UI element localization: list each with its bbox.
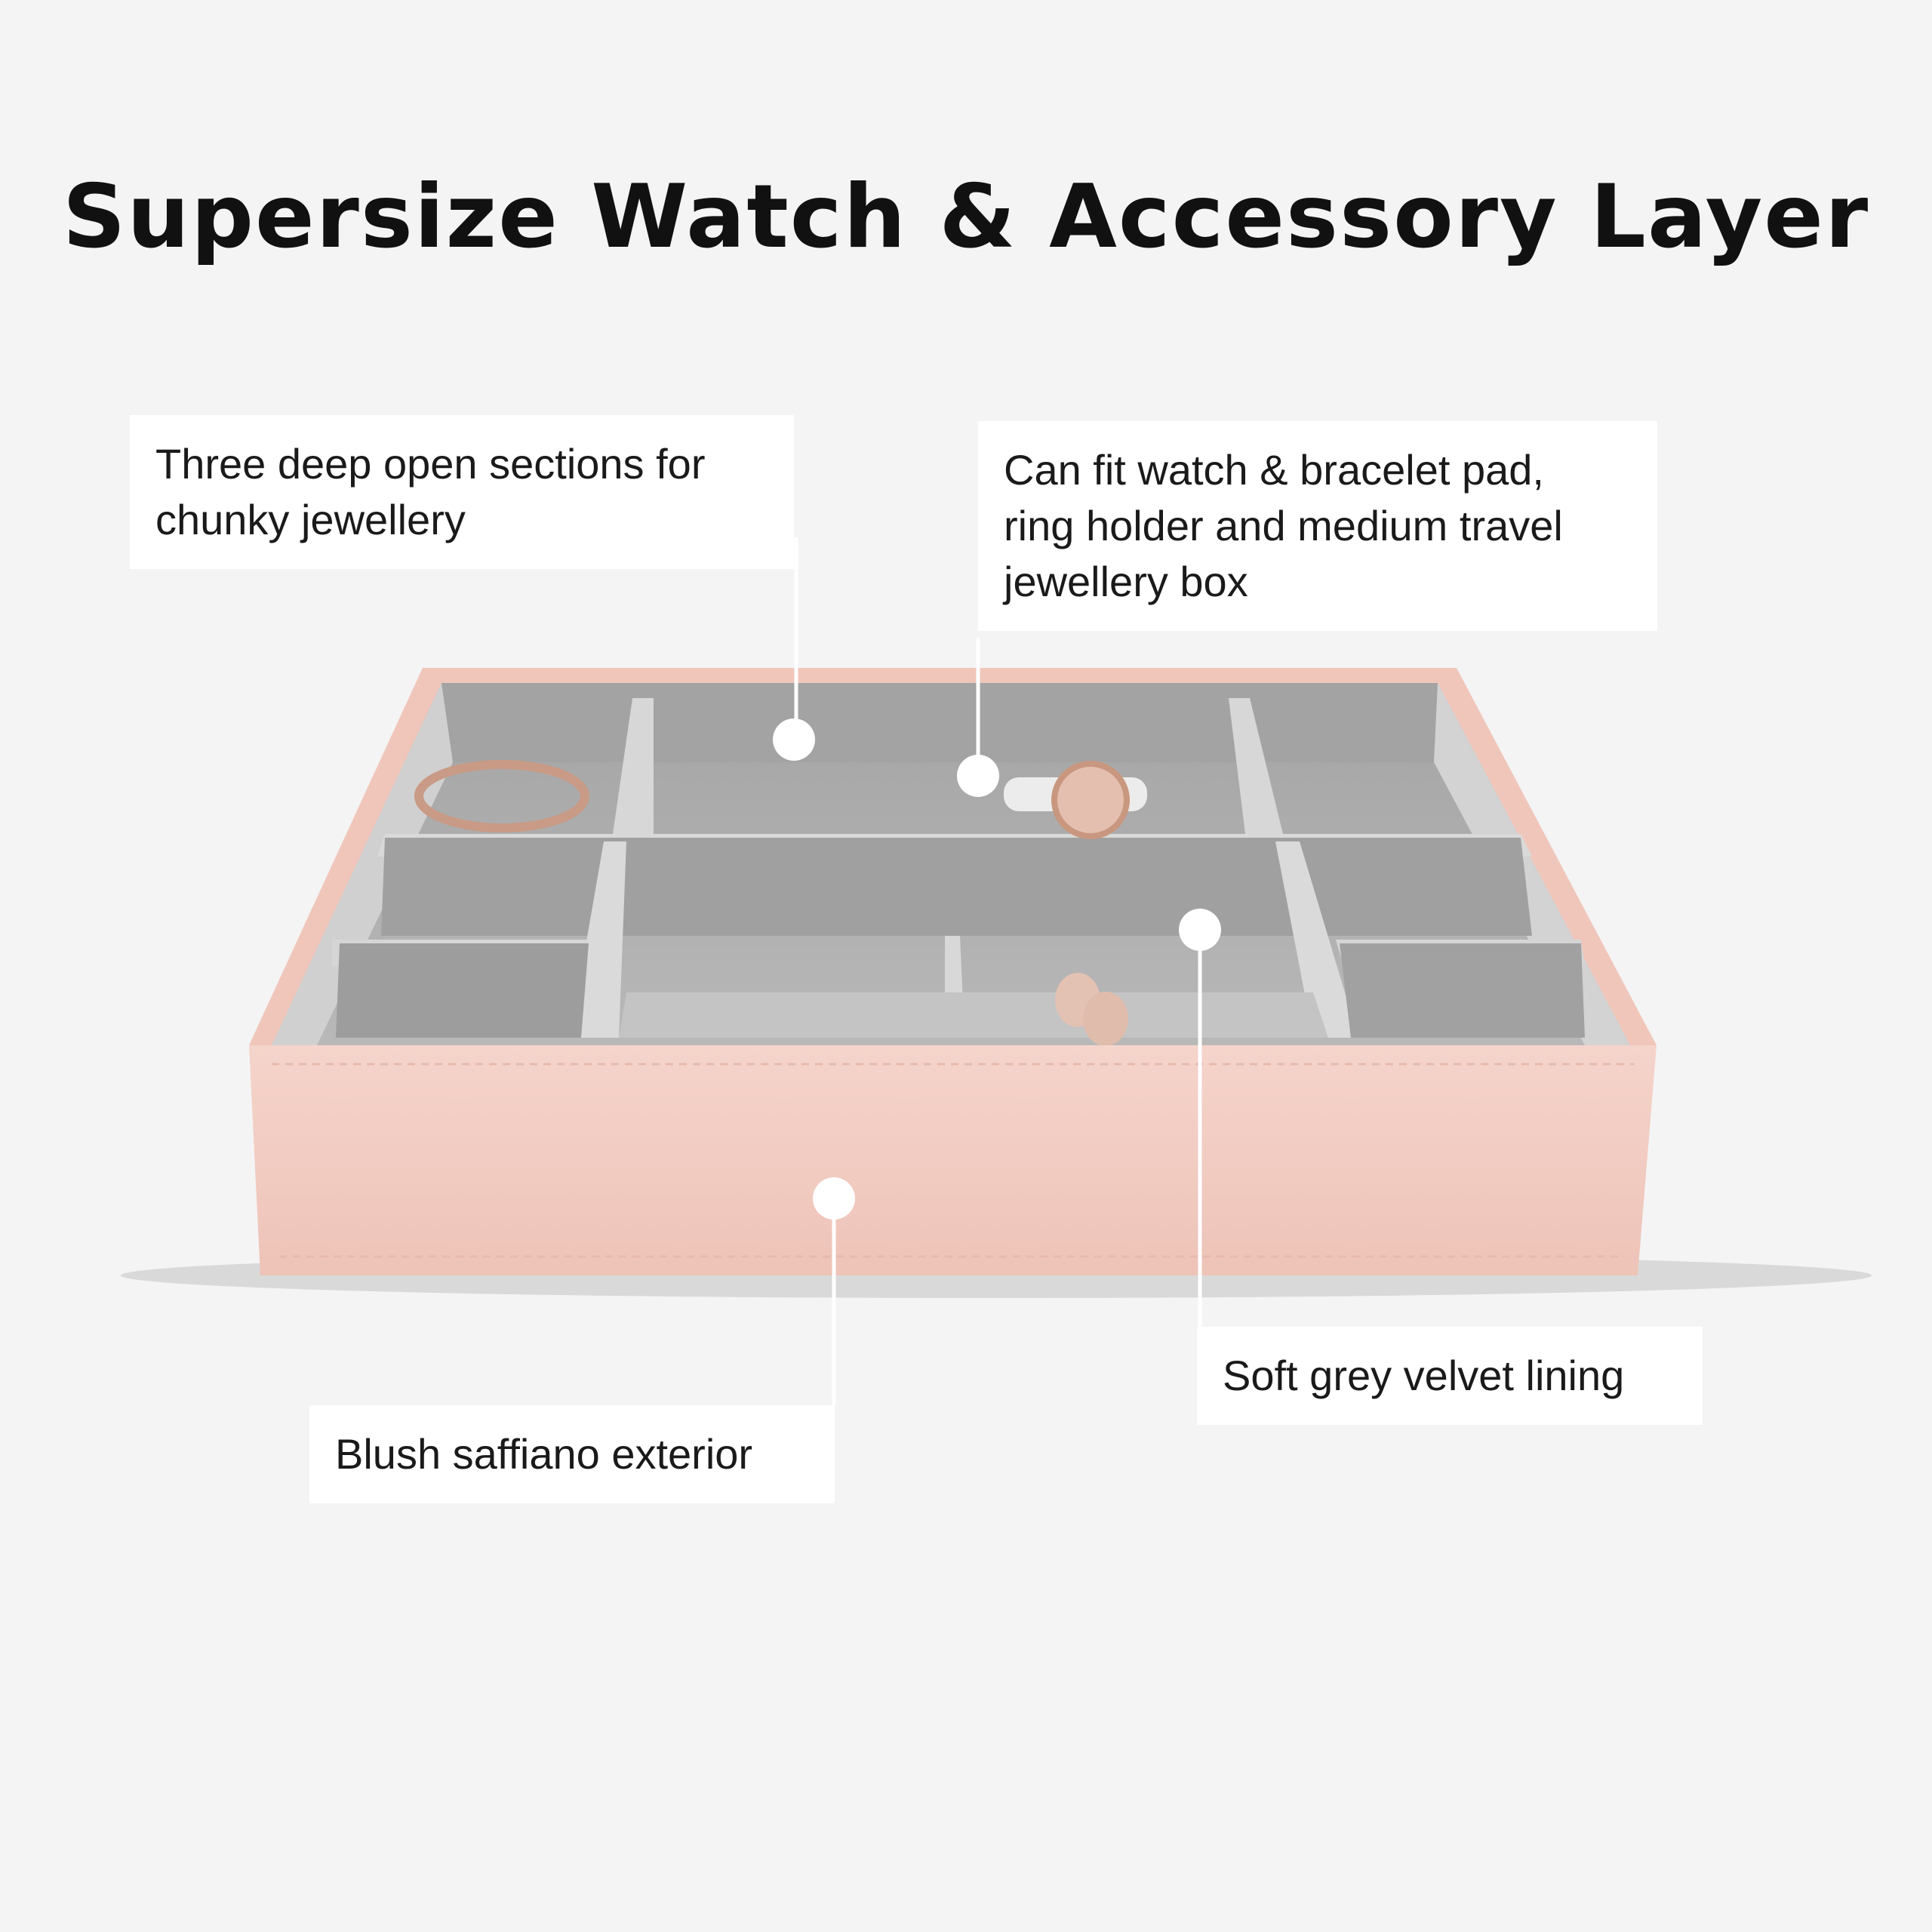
divider-back-left [613,698,654,834]
callout-line: jewellery box [1004,558,1248,605]
middle-wall [381,838,1532,936]
watch-face [1051,761,1130,839]
dot-fit [957,755,999,797]
dot-lining [1179,909,1221,951]
bracelet [414,760,589,832]
left-inner-wall [272,683,453,1045]
page-title: Supersize Watch & Accessory Layer [62,166,1870,268]
earring-right [1083,992,1128,1046]
back-wall [441,683,1438,762]
callout-velvet-lining: Soft grey velvet lining [1197,1327,1703,1425]
callout-line: Can fit watch & bracelet pad, [1004,446,1544,494]
dot-sections [773,718,815,761]
callout-line: chunky jewellery [155,496,466,543]
callout-can-fit: Can fit watch & bracelet pad, ring holde… [978,421,1657,631]
callout-line: Soft grey velvet lining [1223,1352,1625,1399]
callout-line: Three deep open sections for [155,440,706,488]
callout-open-sections: Three deep open sections for chunky jewe… [130,415,794,569]
left-compartment-back [336,943,589,1038]
front-center-floor [619,992,1328,1038]
callout-line: ring holder and medium travel [1004,502,1563,549]
callout-line: Blush saffiano exterior [335,1430,753,1478]
front-face [249,1045,1657,1275]
divider-back-right [1229,698,1283,834]
right-compartment-back [1340,943,1585,1038]
divider-mid-right [1275,841,1358,1038]
dot-exterior [813,1177,855,1220]
callout-saffiano-exterior: Blush saffiano exterior [309,1405,835,1503]
